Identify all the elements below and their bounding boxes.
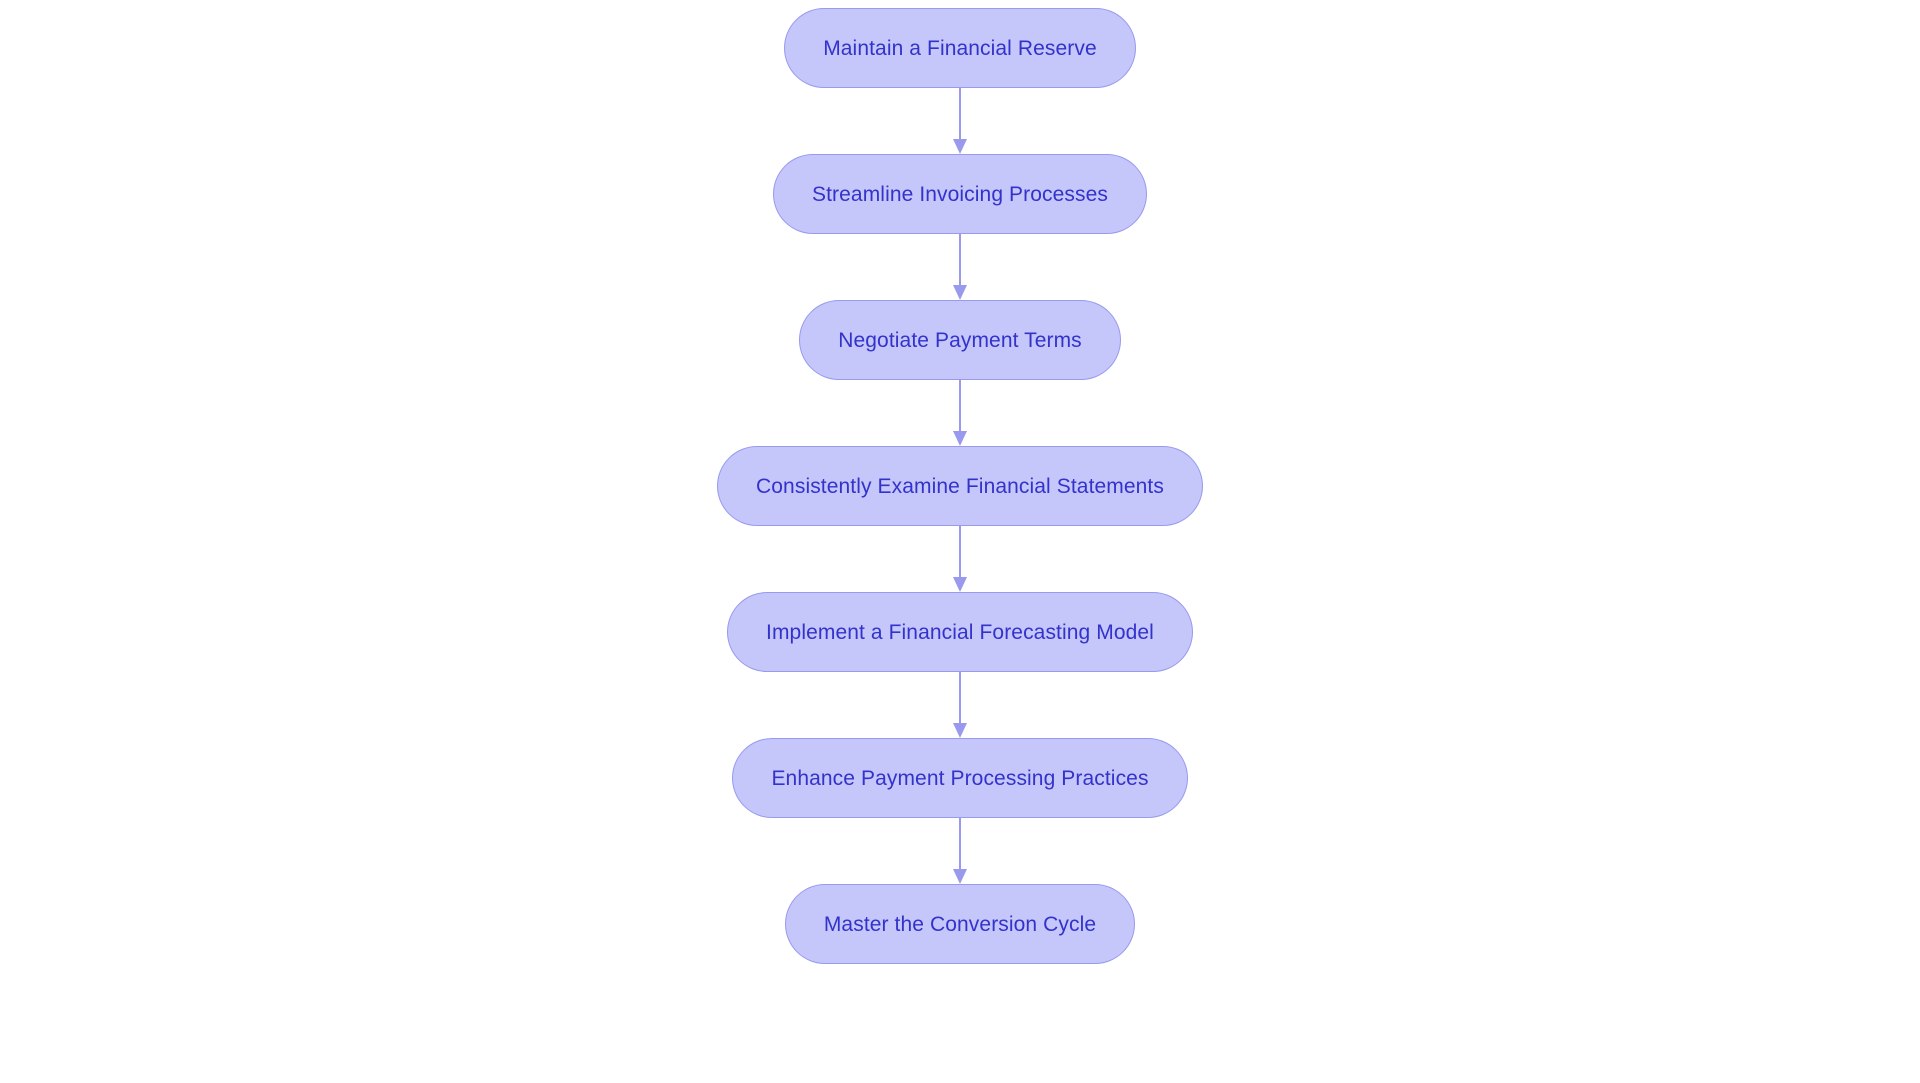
flowchart-edge-n3-n4	[948, 380, 972, 446]
node-label: Implement a Financial Forecasting Model	[766, 620, 1154, 644]
flowchart-edge-n1-n2	[948, 88, 972, 154]
edge-line	[959, 88, 961, 140]
flowchart-node-streamline-invoicing-processes[interactable]: Streamline Invoicing Processes	[773, 154, 1147, 234]
arrowhead-icon	[953, 139, 967, 154]
edge-line	[959, 818, 961, 870]
node-label: Consistently Examine Financial Statement…	[756, 474, 1164, 498]
flowchart-node-row: Enhance Payment Processing Practices	[0, 738, 1920, 818]
flowchart-node-row: Consistently Examine Financial Statement…	[0, 446, 1920, 526]
flowchart-node-consistently-examine-financial-statements[interactable]: Consistently Examine Financial Statement…	[717, 446, 1203, 526]
flowchart-node-maintain-a-financial-reserve[interactable]: Maintain a Financial Reserve	[784, 8, 1136, 88]
arrowhead-icon	[953, 723, 967, 738]
arrowhead-icon	[953, 285, 967, 300]
flowchart-node-row: Implement a Financial Forecasting Model	[0, 592, 1920, 672]
flowchart-edge-n4-n5	[948, 526, 972, 592]
flowchart-node-negotiate-payment-terms[interactable]: Negotiate Payment Terms	[799, 300, 1121, 380]
edge-line	[959, 380, 961, 432]
flowchart-node-row: Streamline Invoicing Processes	[0, 154, 1920, 234]
arrowhead-icon	[953, 577, 967, 592]
arrowhead-icon	[953, 431, 967, 446]
flowchart-edge-n2-n3	[948, 234, 972, 300]
flowchart-node-master-the-conversion-cycle[interactable]: Master the Conversion Cycle	[784, 884, 1136, 964]
flowchart-node-implement-a-financial-forecasting-model[interactable]: Implement a Financial Forecasting Model	[727, 592, 1193, 672]
node-label: Master the Conversion Cycle	[823, 912, 1097, 936]
node-label: Enhance Payment Processing Practices	[771, 766, 1149, 790]
flowchart-node-enhance-payment-processing-practices[interactable]: Enhance Payment Processing Practices	[732, 738, 1188, 818]
arrowhead-icon	[953, 869, 967, 884]
flowchart-edge-n6-n7	[948, 818, 972, 884]
flowchart-edge-n5-n6	[948, 672, 972, 738]
node-label: Maintain a Financial Reserve	[823, 36, 1097, 60]
node-label: Streamline Invoicing Processes	[812, 182, 1108, 206]
edge-line	[959, 234, 961, 286]
flowchart-node-row: Maintain a Financial Reserve	[0, 8, 1920, 88]
flowchart-node-row: Negotiate Payment Terms	[0, 300, 1920, 380]
flowchart-node-row: Master the Conversion Cycle	[0, 884, 1920, 964]
edge-line	[959, 526, 961, 578]
edge-line	[959, 672, 961, 724]
node-label: Negotiate Payment Terms	[838, 328, 1082, 352]
